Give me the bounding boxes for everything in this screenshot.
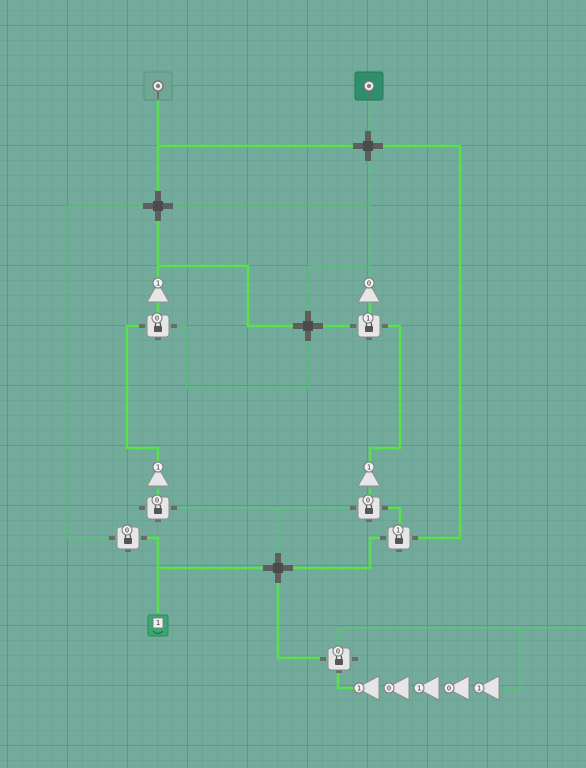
buffer-gate-icon [481, 675, 500, 701]
toggle-switch-icon [363, 80, 375, 99]
state-badge: 1 [366, 315, 370, 323]
state-badge: 1 [156, 619, 160, 627]
state-badge: 0 [336, 648, 340, 656]
wire-junction-icon[interactable] [263, 553, 293, 583]
lock-gate-bottom-right[interactable]: 1 [380, 524, 418, 552]
chain-buffer-4[interactable]: 1 [473, 675, 500, 701]
lock-gate-clock[interactable]: 0 [320, 645, 358, 673]
buffer-gate-icon [357, 287, 381, 303]
state-badge: 0 [155, 497, 159, 505]
wire-junction-icon[interactable] [293, 311, 323, 341]
buffer-mid-left[interactable]: 1 [146, 461, 170, 487]
lock-gate-mid-left[interactable]: 0 [139, 494, 177, 522]
state-badge: 0 [155, 315, 159, 323]
state-badge: 1 [357, 685, 361, 693]
state-badge: 0 [366, 497, 370, 505]
wire-junction-icon[interactable] [143, 191, 173, 221]
input-switch-left[interactable] [143, 71, 173, 101]
lamp-icon [152, 617, 164, 634]
buffer-mid-right[interactable]: 1 [357, 461, 381, 487]
buffer-gate-icon [451, 675, 470, 701]
state-badge: 1 [477, 685, 481, 693]
dim-wires [66, 99, 586, 689]
state-badge: 0 [367, 280, 371, 288]
lock-gate-bottom-left[interactable]: 0 [109, 524, 147, 552]
state-badge: 1 [396, 527, 400, 535]
toggle-switch-icon [152, 80, 164, 99]
buffer-gate-icon [361, 675, 380, 701]
lock-gate-top-right[interactable]: 1 [350, 312, 388, 340]
lock-gate-top-left[interactable]: 0 [139, 312, 177, 340]
chain-buffer-2[interactable]: 1 [413, 675, 440, 701]
buffer-gate-icon [146, 471, 170, 487]
state-badge: 1 [367, 464, 371, 472]
state-badge: 0 [387, 685, 391, 693]
state-badge: 0 [447, 685, 451, 693]
buffer-gate-icon [146, 287, 170, 303]
chain-buffer-3[interactable]: 0 [443, 675, 470, 701]
chain-buffer-0[interactable]: 1 [353, 675, 380, 701]
state-badge: 1 [417, 685, 421, 693]
wire-junction-icon[interactable] [353, 131, 383, 161]
state-badge: 0 [125, 527, 129, 535]
buffer-gate-icon [391, 675, 410, 701]
buffer-top-right[interactable]: 0 [357, 277, 381, 303]
buffer-gate-icon [357, 471, 381, 487]
active-wires [125, 98, 462, 690]
state-badge: 1 [156, 464, 160, 472]
chain-buffer-1[interactable]: 0 [383, 675, 410, 701]
buffer-gate-icon [421, 675, 440, 701]
buffer-top-left[interactable]: 1 [146, 277, 170, 303]
state-badge: 1 [156, 280, 160, 288]
lock-gate-mid-right[interactable]: 0 [350, 494, 388, 522]
input-switch-right[interactable] [354, 71, 384, 101]
output-lamp[interactable]: 1 [147, 614, 169, 637]
